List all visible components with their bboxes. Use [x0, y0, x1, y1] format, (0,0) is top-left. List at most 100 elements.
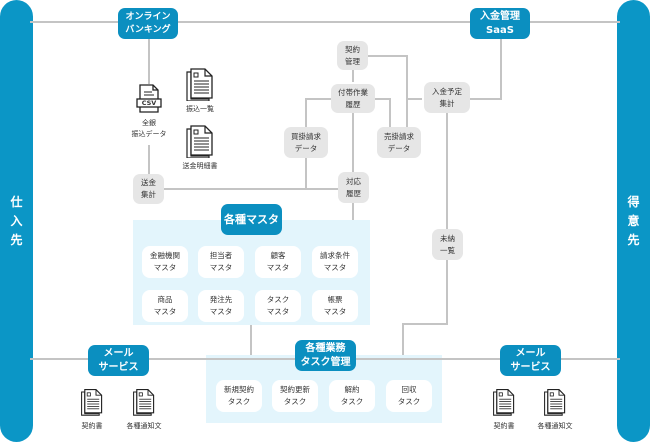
supplier-label-2: 入	[10, 213, 23, 228]
forecast-to-saas-h	[470, 98, 502, 100]
master-item-label-1: 帳票	[327, 295, 343, 304]
master-item: 発注先マスタ	[198, 290, 244, 322]
master-item: 顧客マスタ	[255, 246, 301, 278]
top-horizontal-line	[30, 21, 620, 23]
master-item-label-1: 発注先	[209, 295, 233, 304]
incidental-history-node: 付帯作業 履歴	[331, 84, 375, 113]
supplier-label-1: 仕	[10, 194, 23, 209]
tasks-title-label-2: タスク管理	[300, 356, 351, 368]
master-item: タスクマスタ	[255, 290, 301, 322]
tasks-title-label-1: 各種業務	[305, 342, 346, 354]
master-item-label-1: タスク	[266, 295, 290, 304]
unpaid-list-node: 未納 一覧	[432, 229, 463, 260]
document-icon	[492, 388, 516, 420]
mail-right-label-2: サービス	[510, 361, 551, 373]
task-item-label-1: 新規契約	[224, 385, 254, 394]
zengin-label-2: 振込データ	[131, 130, 167, 138]
forecast-label-1: 入金予定	[432, 86, 462, 96]
payables-down-line	[305, 150, 307, 189]
customer-label-1: 得	[627, 194, 640, 209]
payables-data-node: 買掛請求 データ	[284, 127, 328, 158]
document-label: 各種通知文	[126, 422, 162, 430]
task-item-label-2: タスク	[283, 397, 307, 406]
master-item-label-2: マスタ	[323, 263, 347, 272]
supplier-label-3: 先	[10, 232, 23, 247]
customer-bar: 得 意 先	[617, 0, 650, 442]
mail-left-label-2: サービス	[98, 361, 139, 373]
online-banking-label-2: バンキング	[125, 24, 171, 35]
deposit-saas-node: 入金管理 SaaS	[470, 8, 530, 39]
csv-to-remit-line	[148, 145, 150, 175]
mail-service-left: メール サービス	[88, 345, 149, 376]
contract-to-receivables-h	[368, 55, 408, 57]
master-item-label-1: 金融機関	[150, 251, 180, 260]
deposit-forecast-node: 入金予定 集計	[424, 82, 470, 113]
payables-up-line	[305, 98, 307, 128]
transfer-list-label: 振込一覧	[186, 105, 214, 113]
task-item-label-2: タスク	[227, 397, 251, 406]
task-item-label-1: 解約	[344, 385, 360, 394]
payables-to-history-line	[305, 98, 335, 100]
mail-left-label-1: メール	[103, 347, 134, 359]
document-label: 契約書	[81, 422, 103, 430]
receivables-to-forecast-line	[406, 98, 422, 100]
document-label: 契約書	[493, 422, 515, 430]
forecast-to-saas-v	[500, 38, 502, 100]
master-item-label-2: マスタ	[323, 307, 347, 316]
receivables-data-node: 売掛請求 データ	[377, 127, 421, 158]
response-to-masters-line	[352, 202, 354, 220]
remit-statement-label: 送金明細書	[182, 162, 218, 170]
master-item-label-2: マスタ	[209, 307, 233, 316]
saas-label-2: SaaS	[486, 24, 514, 36]
task-item-label-2: タスク	[340, 397, 364, 406]
document-icon	[132, 388, 156, 420]
contract-mgmt-label-1: 契約	[345, 44, 360, 54]
history-to-response-line	[352, 112, 354, 174]
task-item-label-1: 契約更新	[280, 385, 310, 394]
master-item-label-1: 顧客	[270, 251, 286, 260]
unpaid-down-line	[446, 258, 448, 324]
remit-statement-doc-icon	[186, 125, 213, 158]
unpaid-label-1: 未納	[440, 233, 455, 243]
masters-title-label: 各種マスタ	[224, 212, 279, 226]
task-item: 契約更新タスク	[272, 380, 318, 412]
masters-title: 各種マスタ	[221, 204, 282, 235]
incidental-history-label-1: 付帯作業	[338, 87, 368, 97]
master-item: 金融機関マスタ	[142, 246, 188, 278]
master-item: 請求条件マスタ	[312, 246, 358, 278]
master-item-label-2: マスタ	[153, 307, 177, 316]
task-item: 新規契約タスク	[216, 380, 262, 412]
remit-label-2: 集計	[141, 190, 156, 199]
customer-label-2: 意	[627, 213, 640, 228]
unpaid-to-tasks-v	[402, 323, 404, 355]
zengin-data-label: 全銀 振込データ	[122, 118, 176, 140]
mail-right-label-1: メール	[515, 347, 546, 359]
receivables-label-1: 売掛請求	[384, 131, 414, 141]
tasks-title: 各種業務 タスク管理	[295, 340, 356, 371]
forecast-label-2: 集計	[439, 98, 455, 108]
history-receivables-vertical	[389, 98, 391, 128]
csv-badge: CSV	[141, 99, 157, 107]
contract-mgmt-node: 契約 管理	[337, 41, 368, 70]
task-item-label-2: タスク	[397, 397, 421, 406]
document-label: 各種通知文	[537, 422, 573, 430]
master-item-label-1: 商品	[157, 295, 173, 304]
task-item-label-1: 回収	[401, 385, 417, 394]
master-item-label-2: マスタ	[209, 263, 233, 272]
transfer-list-doc-icon	[186, 68, 213, 101]
online-banking-node: オンライン バンキング	[118, 8, 178, 39]
receivables-label-2: データ	[387, 143, 411, 153]
master-item-label-1: 請求条件	[320, 251, 350, 260]
master-item-label-2: マスタ	[266, 307, 290, 316]
forecast-to-unpaid-line	[446, 112, 448, 230]
masters-to-tasks-line	[250, 325, 252, 355]
master-item-label-1: 担当者	[209, 251, 233, 260]
online-banking-label-1: オンライン	[125, 11, 171, 22]
payables-label-1: 買掛請求	[291, 131, 321, 141]
remit-to-response-line	[160, 188, 340, 190]
contract-mgmt-label-2: 管理	[345, 56, 360, 66]
zengin-label-1: 全銀	[142, 119, 156, 127]
customer-label-3: 先	[627, 232, 640, 247]
master-item: 帳票マスタ	[312, 290, 358, 322]
response-history-node: 対応 履歴	[338, 172, 369, 203]
